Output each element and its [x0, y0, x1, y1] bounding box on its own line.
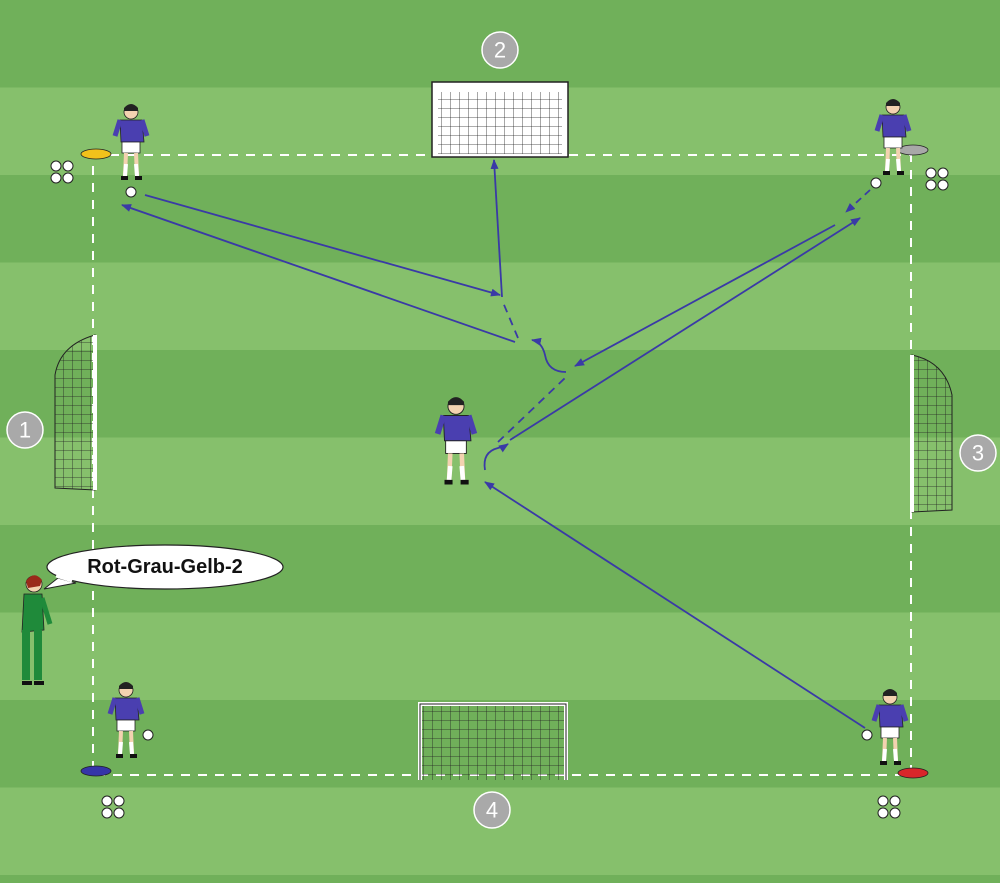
goal-2-top [431, 81, 569, 158]
grass-stripe [0, 612, 1000, 701]
goal-number-text: 4 [486, 798, 498, 823]
coach [21, 575, 53, 685]
goal-3-right [910, 354, 953, 513]
cone-yellow [80, 148, 112, 160]
goal-1-left [54, 334, 97, 491]
grass-stripe [0, 350, 1000, 439]
ball [142, 729, 154, 741]
pass-arrow [509, 217, 861, 441]
goal-number-2: 2 [481, 31, 519, 69]
ball [125, 186, 137, 198]
grass-stripe [0, 437, 1000, 526]
coach-call-text: Rot-Grau-Gelb-2 [87, 556, 243, 578]
pass-arrow [484, 481, 866, 729]
turn-arrow [483, 443, 509, 471]
goal-number-3: 3 [959, 434, 997, 472]
ball [870, 177, 882, 189]
goal-number-1: 1 [6, 411, 44, 449]
grass-stripe [0, 875, 1000, 883]
goal-number-text: 3 [972, 441, 984, 466]
cone-red [897, 767, 929, 779]
run-arrow-dashed [497, 377, 566, 443]
cone-gray [897, 144, 929, 156]
goal-number-text: 1 [19, 418, 31, 443]
goal-number-text: 2 [494, 38, 506, 63]
turn-arrow [531, 337, 567, 373]
ball [861, 729, 873, 741]
run-arrow-dashed [501, 299, 519, 339]
cone-blue [80, 765, 112, 777]
run-arrow-dashed [845, 189, 871, 213]
speech-bubble: Rot-Grau-Gelb-2 [43, 544, 284, 590]
pass-arrow [144, 194, 501, 297]
goal-number-4: 4 [473, 791, 511, 829]
pass-arrow [574, 224, 836, 367]
shot-arrow [490, 159, 503, 298]
goal-4-bottom [418, 702, 568, 780]
pass-arrow [121, 204, 516, 343]
pass-arrows [121, 159, 871, 729]
